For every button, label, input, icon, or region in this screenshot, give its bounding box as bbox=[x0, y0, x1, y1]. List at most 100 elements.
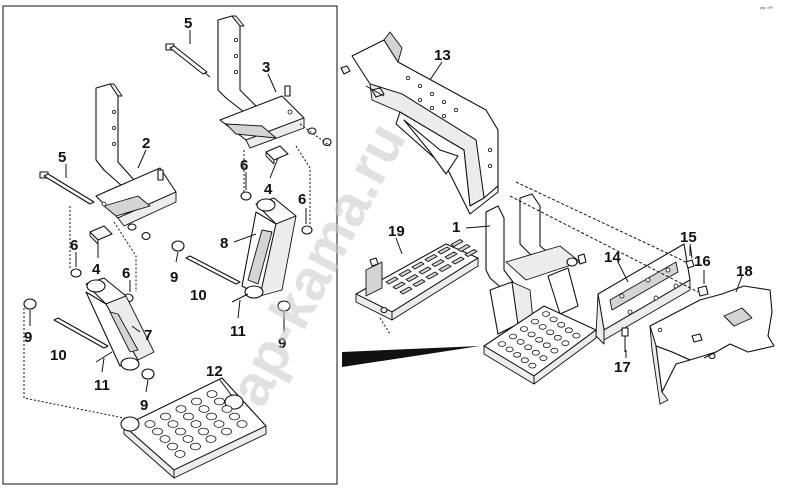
part-18-fastener-line bbox=[703, 351, 717, 359]
leader-lines-assembly bbox=[395, 61, 743, 358]
part-1-step-assembly bbox=[483, 193, 597, 385]
step-hole bbox=[539, 355, 548, 361]
part-16-nuts bbox=[697, 285, 709, 297]
detail-frame bbox=[2, 5, 338, 485]
tread-slot bbox=[450, 239, 464, 247]
step-hole bbox=[531, 318, 540, 325]
part-13-fasteners bbox=[340, 65, 385, 98]
callout-5-upper: 5 bbox=[184, 15, 192, 32]
step-hole bbox=[175, 405, 187, 413]
tread-slot bbox=[457, 244, 471, 252]
step-hole bbox=[183, 412, 194, 421]
tread-slot bbox=[424, 254, 438, 262]
step-hole bbox=[198, 405, 210, 413]
tread-slot bbox=[411, 261, 425, 270]
part-1-plate-holes bbox=[497, 311, 581, 369]
tread-slot bbox=[418, 266, 432, 275]
step-hole bbox=[535, 336, 544, 343]
step-hole bbox=[549, 316, 558, 323]
tread-slot bbox=[385, 276, 399, 285]
callout-3: 3 bbox=[262, 59, 270, 76]
callout-9-a: 9 bbox=[170, 269, 178, 286]
part-14-mounting-plate bbox=[595, 243, 691, 345]
part-10-pin-a bbox=[185, 255, 241, 285]
detail-pointer-arrow bbox=[342, 346, 480, 367]
step-hole bbox=[505, 346, 514, 353]
callout-6-c: 6 bbox=[70, 237, 78, 254]
part-11-pin-b bbox=[95, 351, 113, 363]
tread-slot bbox=[425, 271, 439, 280]
step-hole bbox=[516, 339, 525, 345]
step-hole bbox=[546, 329, 555, 336]
step-hole bbox=[524, 344, 533, 351]
step-hole bbox=[213, 420, 225, 428]
part-12-plate-holes bbox=[144, 390, 248, 458]
step-hole bbox=[513, 351, 522, 358]
step-hole bbox=[550, 347, 559, 354]
tread-slot bbox=[431, 259, 445, 267]
callout-11-b: 11 bbox=[94, 377, 110, 394]
callout-4-lower: 4 bbox=[92, 261, 101, 278]
callout-9-c: 9 bbox=[24, 329, 32, 346]
callout-19: 19 bbox=[388, 223, 405, 240]
step-hole bbox=[236, 420, 248, 428]
step-hole bbox=[497, 341, 506, 347]
tread-slot bbox=[392, 281, 406, 290]
step-hole bbox=[152, 427, 163, 436]
step-hole bbox=[520, 326, 529, 332]
step-hole bbox=[561, 340, 570, 346]
part-4-clamp-lower bbox=[89, 225, 113, 245]
step-hole bbox=[144, 420, 156, 428]
step-hole bbox=[174, 450, 186, 458]
callout-11-a: 11 bbox=[230, 323, 246, 340]
callout-9-b: 9 bbox=[278, 335, 286, 352]
callout-16: 16 bbox=[694, 253, 711, 270]
step-hole bbox=[160, 412, 171, 421]
step-hole bbox=[206, 390, 218, 398]
callout-4-upper: 4 bbox=[264, 181, 273, 198]
callout-14: 14 bbox=[604, 249, 621, 266]
callout-18: 18 bbox=[736, 263, 753, 280]
tread-slot bbox=[438, 264, 452, 272]
callout-17: 17 bbox=[614, 359, 631, 376]
step-hole bbox=[531, 349, 540, 356]
tread-slot bbox=[412, 279, 426, 287]
part-5-bolt-lower bbox=[39, 171, 95, 205]
part-17-bolt bbox=[621, 327, 629, 352]
tread-slot bbox=[437, 246, 451, 255]
tread-slot bbox=[405, 274, 419, 282]
callout-6-b: 6 bbox=[298, 191, 306, 208]
part-3-upper-bracket bbox=[217, 15, 305, 149]
callout-5-lower: 5 bbox=[58, 149, 66, 166]
part-10-pin-b bbox=[53, 317, 109, 349]
part-5-bolt-upper bbox=[165, 43, 211, 78]
part-19-tread-slots bbox=[385, 239, 478, 295]
step-hole bbox=[167, 442, 178, 451]
callout-10-b: 10 bbox=[50, 347, 67, 364]
callout-12: 12 bbox=[206, 363, 223, 380]
step-hole bbox=[542, 311, 551, 317]
step-hole bbox=[190, 420, 202, 428]
step-hole bbox=[167, 420, 179, 428]
part-9-spacer-b bbox=[277, 300, 291, 312]
callout-13: 13 bbox=[434, 47, 451, 64]
callout-1: 1 bbox=[452, 219, 460, 236]
step-hole bbox=[528, 362, 537, 369]
step-hole bbox=[206, 412, 217, 421]
part-2-lower-bracket bbox=[95, 83, 177, 227]
part-19-fasteners bbox=[369, 257, 391, 335]
step-hole bbox=[508, 333, 517, 340]
part-6-bushing-upper-left bbox=[240, 191, 252, 201]
tread-slot bbox=[399, 286, 413, 295]
part-13-frame-bracket bbox=[351, 31, 499, 215]
step-hole bbox=[191, 397, 202, 406]
part-2-fasteners bbox=[127, 223, 151, 241]
part-6-bushing-lower-left bbox=[70, 268, 82, 278]
step-hole bbox=[175, 427, 186, 436]
step-hole bbox=[190, 442, 201, 451]
callout-7: 7 bbox=[144, 327, 152, 344]
step-hole bbox=[538, 324, 547, 330]
step-hole bbox=[159, 435, 171, 443]
step-hole bbox=[221, 427, 232, 436]
